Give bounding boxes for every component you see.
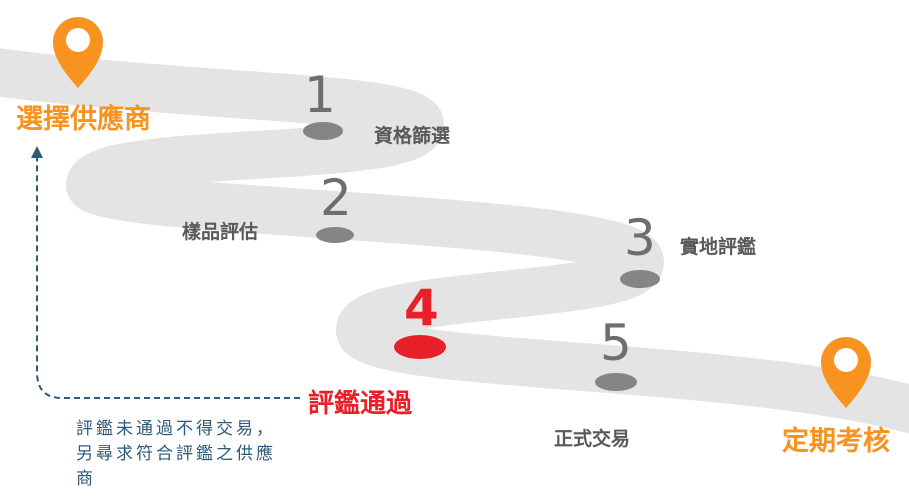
step-1-marker bbox=[303, 122, 343, 140]
step-4-label: 評鑑通過 bbox=[308, 389, 413, 419]
step-1-number: 1 bbox=[304, 66, 336, 124]
step-3-number: 3 bbox=[624, 209, 656, 267]
start-label: 選擇供應商 bbox=[16, 104, 151, 135]
failure-note: 評鑑未通過不得交易，另尋求符合評鑑之供應商 bbox=[76, 419, 276, 489]
step-4-marker bbox=[394, 335, 446, 359]
step-2-marker bbox=[316, 227, 354, 243]
end-label: 定期考核 bbox=[782, 426, 890, 457]
end-pin-icon bbox=[821, 337, 871, 408]
step-3-label: 實地評鑑 bbox=[680, 236, 757, 258]
step-5-label: 正式交易 bbox=[554, 428, 631, 450]
step-2-number: 2 bbox=[320, 169, 352, 227]
step-2-label: 樣品評估 bbox=[182, 221, 259, 243]
step-5-number: 5 bbox=[600, 314, 632, 372]
start-pin-icon bbox=[53, 17, 103, 88]
step-1-label: 資格篩選 bbox=[374, 125, 451, 147]
step-5-marker bbox=[595, 373, 637, 391]
return-arrow bbox=[31, 146, 300, 399]
step-4-number: 4 bbox=[404, 279, 439, 337]
step-3-marker bbox=[620, 270, 660, 288]
